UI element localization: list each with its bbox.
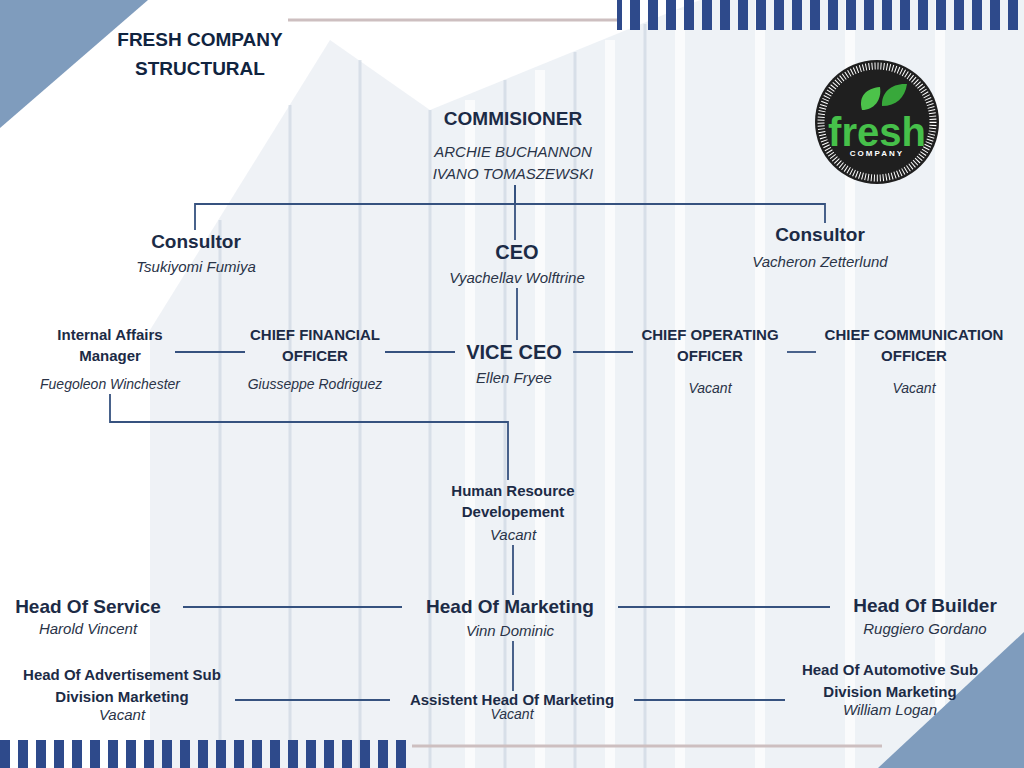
role-title: Internal Affairs Manager (45, 324, 175, 366)
role-title: Head Of Automotive Sub Division Marketin… (785, 659, 995, 703)
person-name: ARCHIE BUCHANNON (434, 141, 592, 163)
reporting-line (515, 185, 825, 223)
building-main (430, 0, 1024, 768)
person-name: Harold Vincent (39, 619, 137, 639)
role-node: Head Of BuilderRuggiero Gordano (830, 594, 1020, 639)
building-edge (429, 110, 432, 768)
reporting-line (787, 351, 816, 353)
role-node: Head Of ServiceHarold Vincent (0, 595, 183, 639)
building-edges (220, 24, 645, 768)
person-name: Giusseppe Rodriguez (248, 374, 383, 394)
role-node: VICE CEO Ellen Fryee (455, 340, 573, 388)
building-left (150, 40, 430, 768)
building-fin (605, 40, 615, 768)
building-fin (755, 0, 765, 768)
stripe-band (0, 740, 412, 768)
person-name: Vacant (490, 525, 536, 545)
role-node: CHIEF COMMUNICATION OFFICER Vacant (816, 324, 1012, 398)
reporting-line (573, 351, 633, 353)
stripe-band (617, 0, 1024, 30)
role-node: Assistent Head Of MarketingVacant (390, 691, 634, 721)
person-name: Tsukiyomi Fumiya (136, 257, 255, 277)
role-node: Human Resource DevelopementVacant (443, 480, 583, 545)
role-title: Consultor (775, 223, 865, 247)
logo-leaf (861, 87, 880, 110)
role-title: VICE CEO (466, 340, 562, 364)
badge-disk (815, 60, 939, 184)
person-name: Vacant (892, 378, 935, 398)
role-title: Consultor (151, 230, 241, 254)
role-node: Head Of MarketingVinn Dominic (402, 595, 618, 641)
role-node: Head Of Automotive Sub Division Marketin… (785, 659, 995, 718)
person-name: William Logan (843, 702, 937, 718)
role-title: CHIEF COMMUNICATION OFFICER (816, 324, 1012, 366)
role-node: ConsultorTsukiyomi Fumiya (121, 230, 271, 277)
reporting-line (110, 394, 508, 480)
reporting-line (634, 699, 785, 701)
person-name: Ruggiero Gordano (863, 619, 986, 639)
person-name: Vinn Dominic (466, 621, 554, 641)
reporting-line (514, 185, 516, 240)
role-title: CEO (495, 240, 538, 264)
logo-leaf (882, 84, 907, 106)
reporting-line (385, 351, 455, 353)
rule-line (288, 19, 617, 22)
role-title: Head Of Marketing (426, 595, 594, 619)
person-name: Vacant (99, 707, 145, 723)
corner-triangle (0, 0, 148, 128)
person-name: Vacant (688, 378, 731, 398)
role-title: Human Resource Developement (443, 480, 583, 522)
logo-tick-ring (821, 66, 933, 178)
reporting-line (195, 185, 515, 230)
role-title: Head Of Service (15, 595, 161, 619)
rule-line (412, 745, 882, 748)
person-name: IVANO TOMASZEWSKI (433, 163, 594, 185)
role-node: CHIEF FINANCIAL OFFICER Giusseppe Rodrigu… (245, 324, 385, 394)
reporting-line (512, 545, 514, 595)
role-node: ConsultorVacheron Zetterlund (725, 223, 915, 272)
person-name: Ellen Fryee (476, 368, 552, 388)
role-title: Head Of Advertisement Sub Division Marke… (9, 664, 235, 708)
role-node: Head Of Advertisement Sub Division Marke… (9, 664, 235, 723)
logo-badge: freshCOMPANY (815, 60, 939, 184)
chart-title: FRESH COMPANY STRUCTURAL (100, 25, 300, 83)
role-node: Internal Affairs ManagerFuegoleon Winche… (45, 324, 175, 394)
role-node: CHIEF OPERATING OFFICER Vacant (633, 324, 787, 398)
role-node: COMMISIONER ARCHIE BUCHANNONIVANO TOMASZE… (393, 107, 633, 185)
reporting-line (618, 606, 830, 608)
logo-wordmark: fresh (828, 112, 926, 152)
role-title: Head Of Builder (853, 594, 997, 618)
building-edge (504, 80, 507, 768)
person-name: Vacant (490, 707, 533, 721)
reporting-line (516, 288, 518, 340)
building-fin (675, 10, 685, 768)
building-fin (465, 100, 475, 768)
building-edge (359, 60, 362, 768)
role-title: COMMISIONER (444, 107, 582, 131)
building-edge (219, 220, 222, 768)
person-name: Vyachellav Wolftrine (449, 268, 585, 288)
reporting-line (183, 606, 402, 608)
logo-subtitle: COMPANY (850, 149, 904, 159)
role-title: CHIEF FINANCIAL OFFICER (245, 324, 385, 366)
connector-group (110, 185, 830, 700)
reporting-line (512, 641, 514, 691)
role-node: CEO Vyachellav Wolftrine (417, 240, 617, 288)
building-edge (289, 105, 292, 768)
role-title: CHIEF OPERATING OFFICER (633, 324, 787, 366)
reporting-line (175, 351, 245, 353)
person-name: Fuegoleon Winchester (40, 374, 180, 394)
reporting-line (235, 699, 390, 701)
person-name: Vacheron Zetterlund (752, 252, 887, 272)
building-edge (644, 24, 647, 768)
